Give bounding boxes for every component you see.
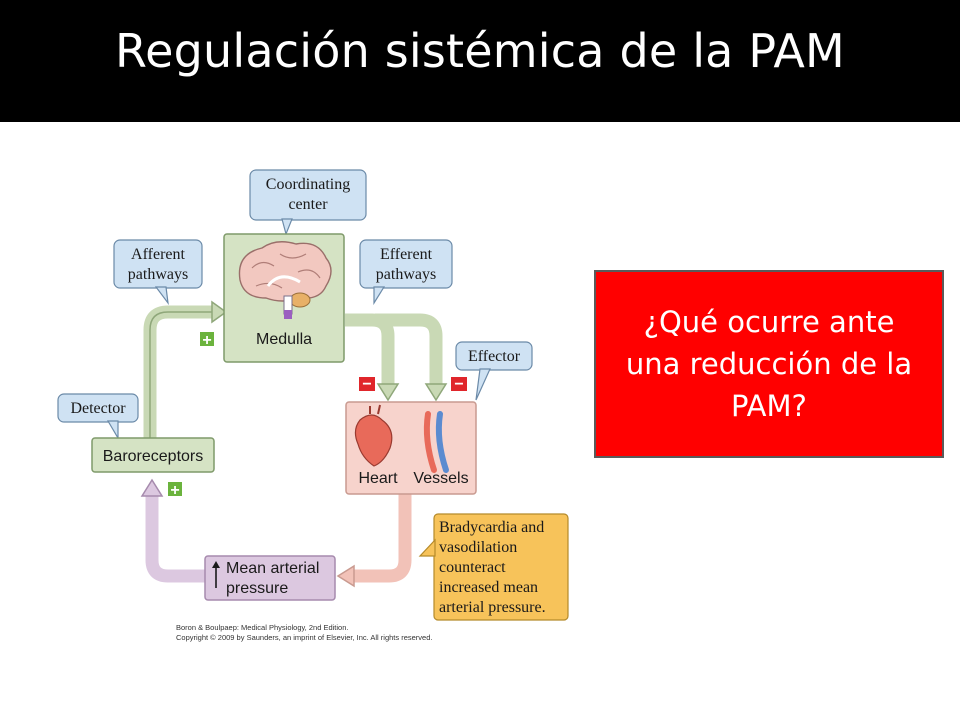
effector-output-arrowhead xyxy=(336,564,355,588)
vessels-label: Vessels xyxy=(413,470,468,487)
efferent-line2: pathways xyxy=(376,266,436,283)
efferent-line1: Efferent xyxy=(380,246,433,263)
detector-callout: Detector xyxy=(57,393,139,441)
note-line5: arterial pressure. xyxy=(439,599,546,616)
afferent-arrowhead xyxy=(211,300,228,324)
baroreceptors-label: Baroreceptors xyxy=(103,448,204,465)
question-box: ¿Qué ocurre ante una reducción de la PAM… xyxy=(594,270,944,458)
effector-output-path xyxy=(352,494,412,583)
map-box: Mean arterial pressure xyxy=(204,555,336,601)
plus-sign-afferent: + xyxy=(200,332,214,349)
map-label-line2: pressure xyxy=(226,580,288,597)
note-line4: increased mean xyxy=(439,579,538,596)
svg-text:−: − xyxy=(362,376,371,393)
note-line3: counteract xyxy=(439,559,506,576)
detector-label: Detector xyxy=(70,400,126,417)
efferent-pathways-callout: Efferent pathways xyxy=(359,239,453,306)
efferent-arrowhead-vessels xyxy=(424,383,448,402)
efferent-path-vessels xyxy=(375,313,443,386)
afferent-line2: pathways xyxy=(128,266,188,283)
coordinating-center-callout: Coordinating center xyxy=(249,169,367,236)
map-feedback-path xyxy=(145,494,205,583)
svg-text:+: + xyxy=(170,482,179,499)
effector-callout: Effector xyxy=(455,341,533,401)
afferent-pathways-callout: Afferent pathways xyxy=(113,239,203,306)
afferent-path xyxy=(143,305,214,438)
effector-label: Effector xyxy=(468,348,521,365)
note-line1: Bradycardia and xyxy=(439,519,544,536)
coordinating-center-line2: center xyxy=(288,196,328,213)
title-bar: Regulación sistémica de la PAM xyxy=(0,0,960,122)
slide-title: Regulación sistémica de la PAM xyxy=(115,24,845,78)
afferent-line1: Afferent xyxy=(131,246,185,263)
medulla-label: Medulla xyxy=(256,331,312,348)
question-text: ¿Qué ocurre ante una reducción de la PAM… xyxy=(625,305,913,423)
baroreceptors-box: Baroreceptors xyxy=(91,437,215,473)
note-callout: Bradycardia and vasodilation counteract … xyxy=(418,513,569,621)
effector-box: Heart Vessels xyxy=(345,401,477,495)
map-feedback-arrowhead xyxy=(140,478,164,497)
svg-text:+: + xyxy=(202,332,211,349)
svg-text:−: − xyxy=(454,376,463,393)
map-label-line1: Mean arterial xyxy=(226,560,319,577)
minus-sign-vessels: − xyxy=(451,376,467,393)
credit-line2: Copyright © 2009 by Saunders, an imprint… xyxy=(176,633,432,642)
note-line2: vasodilation xyxy=(439,539,517,556)
minus-sign-heart: − xyxy=(359,376,375,393)
efferent-arrowhead-heart xyxy=(376,383,400,402)
heart-icon xyxy=(354,404,393,467)
medulla-box: Medulla xyxy=(223,233,345,363)
arrow-up-icon xyxy=(212,561,220,588)
plus-sign-baroreceptor: + xyxy=(168,482,182,499)
coordinating-center-line1: Coordinating xyxy=(266,176,350,193)
credit-line1: Boron & Boulpaep: Medical Physiology, 2n… xyxy=(176,623,348,632)
brain-icon xyxy=(238,241,332,319)
vessels-icon xyxy=(423,411,449,473)
heart-label: Heart xyxy=(358,470,398,487)
